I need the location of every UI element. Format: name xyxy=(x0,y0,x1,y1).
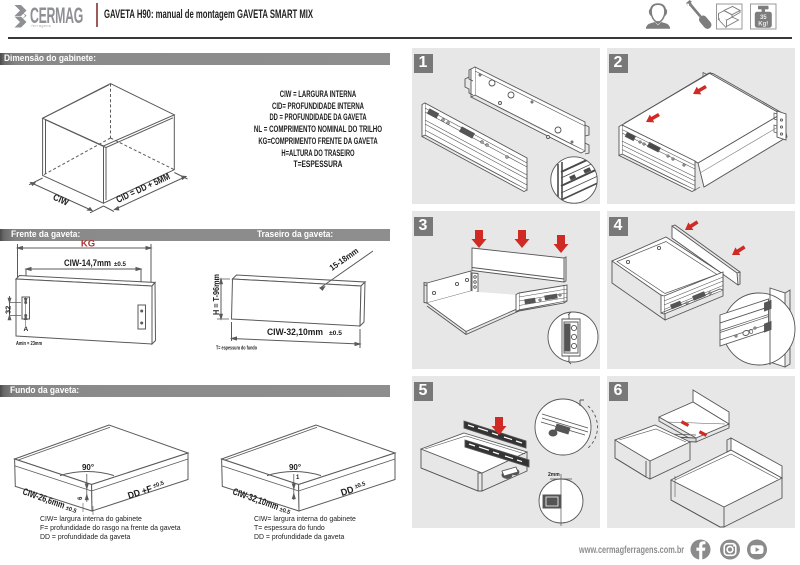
svg-text:2mm: 2mm xyxy=(548,472,560,478)
svg-text:±0.5: ±0.5 xyxy=(65,506,78,516)
svg-text:35: 35 xyxy=(760,15,767,21)
svg-text:ferragens: ferragens xyxy=(32,24,52,28)
svg-text:CIW: CIW xyxy=(51,192,70,209)
svg-text:A: A xyxy=(24,326,29,333)
svg-text:±0.5: ±0.5 xyxy=(278,507,291,517)
svg-text:90°: 90° xyxy=(289,463,301,472)
svg-text:KG: KG xyxy=(81,239,95,250)
svg-text:DD: DD xyxy=(340,484,356,499)
svg-text:CID = DD + 5MM: CID = DD + 5MM xyxy=(115,171,172,206)
svg-text:CIW-32,10mm: CIW-32,10mm xyxy=(267,327,323,338)
svg-text:±0.5: ±0.5 xyxy=(114,262,127,268)
svg-text:6: 6 xyxy=(78,496,84,500)
svg-text:±0.5: ±0.5 xyxy=(329,331,343,337)
svg-text:T= espessura do fundo: T= espessura do fundo xyxy=(216,346,257,352)
svg-text:CERMAG: CERMAG xyxy=(30,3,83,28)
svg-text:Kg!: Kg! xyxy=(758,22,768,28)
svg-text:CIW-14,7mm: CIW-14,7mm xyxy=(64,258,111,269)
svg-text:Amin = 23mm: Amin = 23mm xyxy=(16,341,42,347)
svg-text:H = T-96mm: H = T-96mm xyxy=(211,274,221,315)
svg-text:±0.5: ±0.5 xyxy=(153,480,166,489)
svg-text:15-18mm: 15-18mm xyxy=(327,245,360,272)
svg-text:32: 32 xyxy=(4,306,13,314)
svg-text:90°: 90° xyxy=(82,463,94,472)
svg-text:1: 1 xyxy=(296,475,300,481)
svg-text:±0.5: ±0.5 xyxy=(354,481,367,490)
